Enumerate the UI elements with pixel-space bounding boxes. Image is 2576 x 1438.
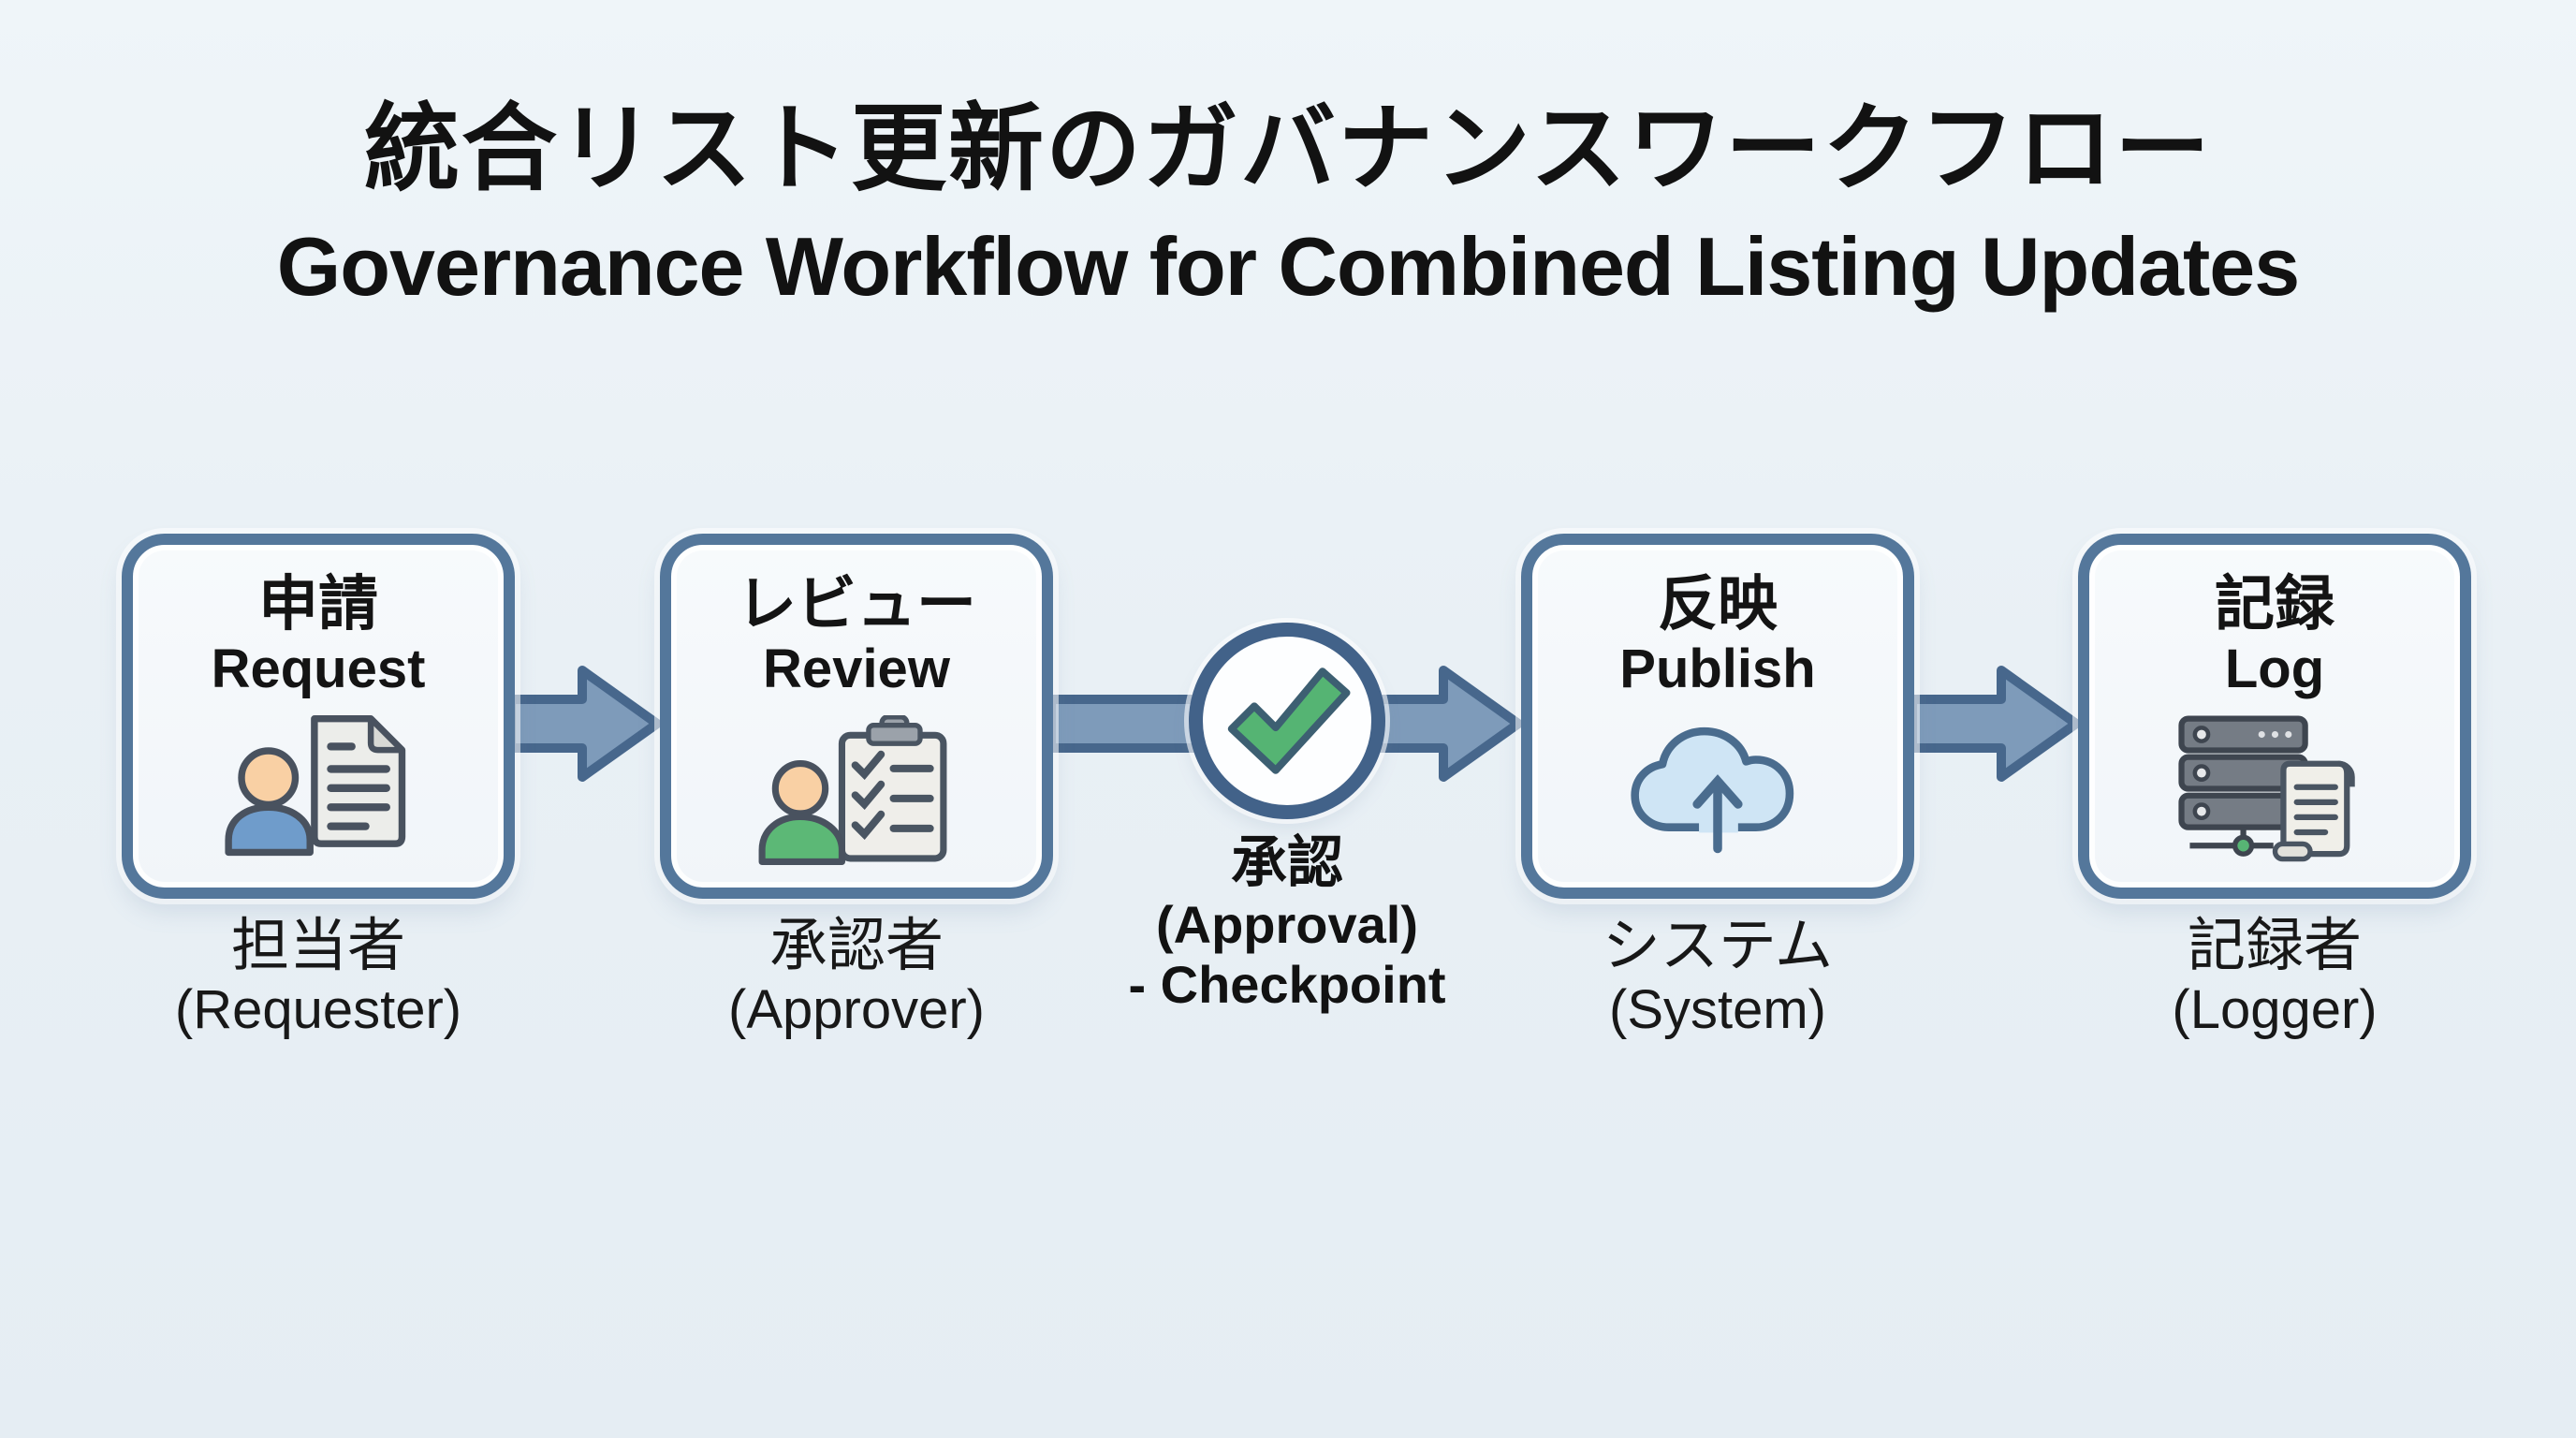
node-review: レビュー Review: [660, 534, 1053, 899]
actor-logger-jp: 記録者: [2187, 914, 2362, 978]
actor-label-requester: 担当者 (Requester): [0, 914, 646, 1041]
node-log-title-en: Log: [2224, 638, 2325, 699]
checkpoint-label-en: (Approval): [1156, 895, 1418, 954]
actor-logger-en: (Logger): [2172, 979, 2378, 1040]
node-log-title-jp: 記録: [2215, 570, 2334, 638]
checkpoint-label-sub: - Checkpoint: [1128, 955, 1446, 1014]
node-publish-title-en: Publish: [1619, 638, 1816, 699]
node-log: 記録 Log: [2078, 534, 2471, 899]
checkpoint-label-jp: 承認: [1231, 831, 1343, 894]
node-request-title-en: Request: [211, 638, 426, 699]
arrow-publish-to-log-icon: [1908, 666, 2081, 782]
actor-requester-jp: 担当者: [230, 914, 405, 978]
node-publish: 反映 Publish: [1521, 534, 1914, 899]
arrow-request-to-review-icon: [506, 666, 662, 782]
node-request-title-jp: 申請: [258, 570, 378, 638]
person-checklist-icon: [758, 715, 947, 865]
cloud-upload-icon: [1631, 726, 1794, 854]
node-review-title-en: Review: [763, 638, 950, 699]
person-document-icon: [224, 715, 405, 857]
checkmark-icon: [1227, 668, 1351, 774]
actor-approver-jp: 承認者: [768, 914, 944, 978]
diagram-title-japanese: 統合リスト更新のガバナンスワークフロー: [364, 95, 2212, 202]
actor-approver-en: (Approver): [728, 979, 985, 1040]
node-publish-title-jp: 反映: [1658, 570, 1778, 638]
server-scroll-icon: [2177, 715, 2355, 862]
actor-label-logger: 記録者 (Logger): [1947, 914, 2576, 1041]
actor-requester-en: (Requester): [174, 979, 462, 1040]
checkpoint-label: 承認 (Approval) - Checkpoint: [959, 831, 1615, 1015]
actor-system-jp: システム: [1602, 914, 1834, 978]
actor-label-approver: 承認者 (Approver): [529, 914, 1184, 1041]
actor-system-en: (System): [1609, 979, 1826, 1040]
node-review-title-jp: レビュー: [737, 570, 976, 638]
node-request: 申請 Request: [122, 534, 515, 899]
actor-label-system: システム (System): [1390, 914, 2045, 1041]
checkpoint-circle: [1189, 623, 1385, 819]
diagram-title-english: Governance Workflow for Combined Listing…: [276, 220, 2300, 313]
